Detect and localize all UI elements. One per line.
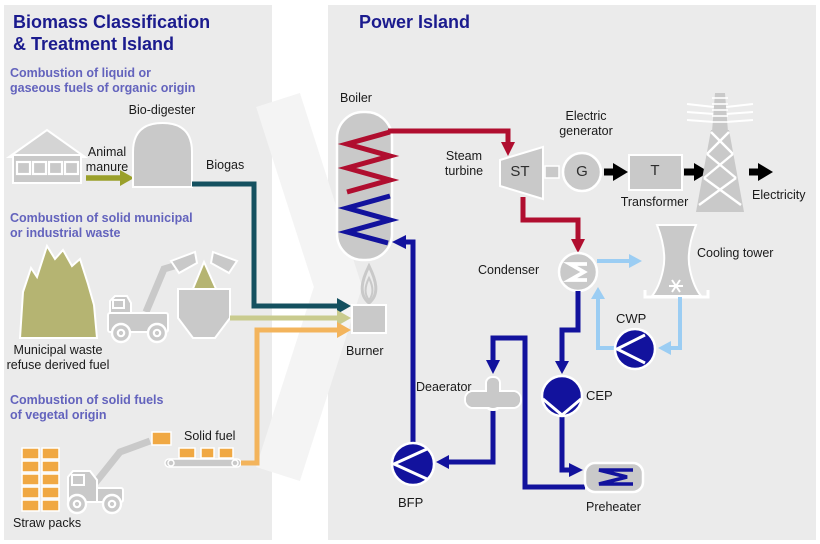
- conveyor-icon: [164, 447, 242, 468]
- tower-to-cwp-line: [658, 297, 682, 355]
- shaft-coupling-icon: [544, 165, 560, 179]
- cep-pump-icon: [540, 374, 584, 418]
- label-st: ST: [510, 163, 530, 180]
- label-electric-generator: Electric generator: [559, 109, 613, 138]
- label-municipal-waste: Municipal waste refuse derived fuel: [6, 343, 110, 372]
- section-heading-organic: Combustion of liquid or gaseous fuels of…: [10, 66, 196, 95]
- steam-line-to-condenser: [520, 197, 585, 253]
- label-cep: CEP: [586, 388, 613, 403]
- straw-packs-icon: [21, 447, 60, 512]
- cep-to-preheater-line: [559, 416, 583, 477]
- label-bio-digester: Bio-digester: [128, 103, 196, 117]
- label-cooling-tower: Cooling tower: [697, 246, 774, 260]
- grid-to-electricity-arrow: [749, 163, 773, 181]
- transformer-to-grid-arrow: [684, 163, 709, 181]
- condenser-to-tower-line: [597, 254, 642, 268]
- deaerator-to-bfp-line: [436, 410, 496, 469]
- cwp-to-condenser-line: [591, 287, 616, 350]
- label-electricity: Electricity: [752, 188, 806, 202]
- label-burner: Burner: [346, 344, 384, 358]
- label-animal-manure: Animal manure: [85, 145, 129, 174]
- section-heading-municipal: Combustion of solid municipal or industr…: [10, 211, 193, 240]
- island-transition-arrow-icon: [256, 92, 363, 482]
- barn-icon: [5, 128, 89, 184]
- label-condenser: Condenser: [478, 263, 540, 277]
- cwp-pump-icon: [613, 327, 657, 371]
- biogas-line: [192, 181, 351, 314]
- label-deaerator: Deaerator: [416, 380, 472, 394]
- generator-to-transformer-arrow: [604, 163, 628, 181]
- grab-truck-icon: [107, 259, 186, 344]
- power-island-title: Power Island: [359, 12, 471, 32]
- animal-manure-arrow: [86, 170, 134, 186]
- preheater-to-deaerator-line: [486, 335, 585, 490]
- bio-digester-icon: [132, 121, 193, 188]
- label-biogas: Biogas: [206, 158, 245, 172]
- label-steam-turbine: Steam turbine: [444, 149, 484, 178]
- hopper-icon: [169, 250, 239, 339]
- preheater-icon: [583, 461, 645, 494]
- label-t: T: [650, 162, 660, 179]
- deaerator-icon: [464, 376, 522, 411]
- label-preheater: Preheater: [586, 500, 641, 514]
- waste-fuel-line: [230, 310, 351, 326]
- transmission-tower-icon: [686, 93, 754, 212]
- label-cwp: CWP: [616, 311, 647, 326]
- generator-shape: [561, 151, 603, 193]
- cooling-tower-icon: [643, 224, 710, 299]
- left-panel-title: Biomass Classification & Treatment Islan…: [13, 12, 211, 54]
- label-g: G: [576, 163, 588, 180]
- bfp-pump-icon: [390, 441, 436, 487]
- solid-fuel-line: [241, 322, 351, 466]
- label-transformer: Transformer: [620, 195, 689, 209]
- burner-icon: [351, 262, 387, 334]
- label-straw-packs: Straw packs: [13, 516, 82, 530]
- telehandler-icon: [66, 431, 172, 515]
- transformer-shape: [628, 154, 683, 191]
- condenser-icon: [557, 251, 599, 293]
- flame-icon: [360, 262, 378, 305]
- label-solid-fuel: Solid fuel: [184, 429, 236, 443]
- boiler-hot-coil-icon: [337, 129, 400, 195]
- condenser-to-cep-line: [555, 291, 581, 374]
- bfp-to-boiler-line: [392, 235, 416, 444]
- section-heading-vegetal: Combustion of solid fuels of vegetal ori…: [10, 393, 164, 422]
- steam-turbine-shape: [499, 145, 544, 201]
- label-bfp: BFP: [398, 495, 424, 510]
- label-boiler: Boiler: [340, 91, 372, 105]
- steam-line-to-turbine: [388, 128, 515, 156]
- waste-pile-icon: [18, 243, 99, 339]
- boiler-water-coil-icon: [337, 193, 400, 246]
